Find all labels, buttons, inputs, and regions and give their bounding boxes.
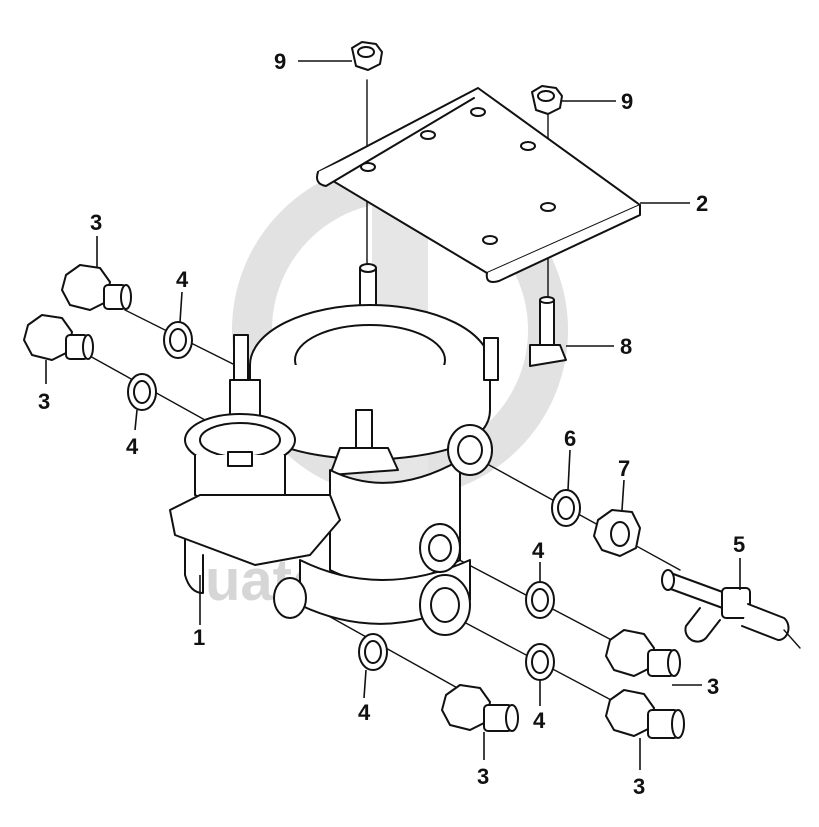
callout-9-top-right: 9 — [621, 89, 633, 114]
valve-body-icon — [169, 304, 499, 636]
callout-5: 5 — [733, 532, 745, 557]
washer-icon — [551, 489, 581, 527]
callout-3-bottom-center: 3 — [477, 764, 489, 789]
nut-icon — [351, 41, 383, 71]
callout-3-left: 3 — [38, 389, 50, 414]
callout-3-bottom-right: 3 — [633, 774, 645, 799]
callout-3-right: 3 — [707, 674, 719, 699]
washer-icon — [358, 633, 388, 671]
washer-icon — [525, 643, 555, 681]
nut-icon — [593, 509, 641, 557]
callout-4-left: 4 — [126, 434, 139, 459]
bolt-icon — [529, 296, 567, 367]
fitting-icon — [605, 689, 685, 739]
leader-lines — [45, 60, 741, 770]
nut-icon — [531, 85, 563, 115]
callout-2: 2 — [696, 191, 708, 216]
callout-7: 7 — [618, 456, 630, 481]
callout-3-upper: 3 — [90, 210, 102, 235]
callout-labels: 9 9 2 8 3 3 4 4 6 7 5 1 4 4 4 3 3 3 — [38, 49, 745, 799]
washer-icon — [127, 373, 157, 411]
callout-4-bottom-center: 4 — [358, 700, 371, 725]
fitting-icon — [61, 264, 132, 311]
fitting-icon — [441, 684, 519, 732]
washer-icon — [163, 321, 193, 359]
callout-4-right-lower: 4 — [533, 708, 546, 733]
bracket-plate-icon — [316, 87, 641, 283]
callout-8: 8 — [620, 334, 632, 359]
callout-9-top-left: 9 — [274, 49, 286, 74]
bolt-icon — [359, 263, 377, 309]
callout-1: 1 — [193, 625, 205, 650]
callout-6: 6 — [564, 426, 576, 451]
callout-4-right-upper: 4 — [532, 538, 545, 563]
tee-fitting-icon — [661, 569, 801, 649]
washer-icon — [525, 581, 555, 619]
fitting-icon — [23, 314, 94, 361]
callout-4-upper: 4 — [176, 267, 189, 292]
fitting-icon — [605, 629, 681, 677]
